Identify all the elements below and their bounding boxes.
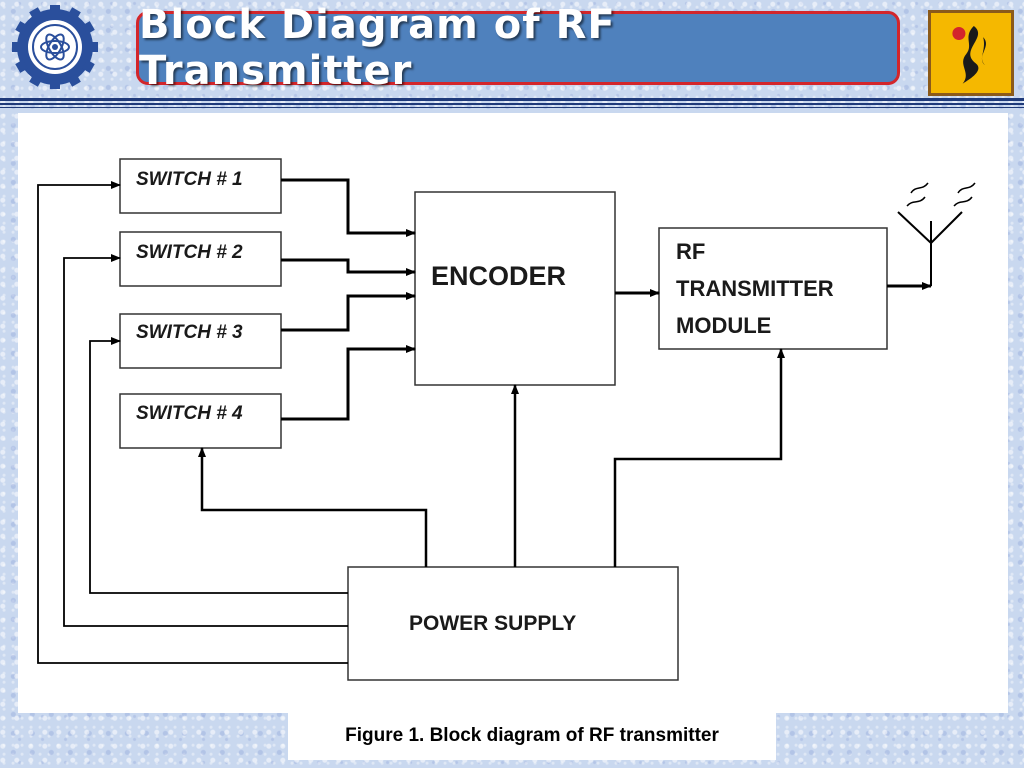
- power-to-switch1-line: [37, 181, 348, 664]
- power-supply-block: POWER SUPPLY: [347, 566, 679, 681]
- switch-label: SWITCH # 3: [136, 322, 243, 343]
- power-supply-label: POWER SUPPLY: [409, 612, 576, 635]
- encoder-block: ENCODER: [414, 191, 616, 386]
- switch-block-1: SWITCH # 1: [119, 158, 282, 214]
- figure-caption-box: Figure 1. Block diagram of RF transmitte…: [288, 712, 776, 760]
- power-to-switch3-line: [89, 337, 348, 594]
- rf-module-label-line: RF: [676, 239, 705, 264]
- block-diagram: SWITCH # 1 SWITCH # 2 SWITCH # 3 SWITCH …: [37, 158, 976, 681]
- rf-transmitter-block: RF TRANSMITTER MODULE: [658, 227, 888, 350]
- switch4-to-encoder-arrow: [281, 345, 416, 421]
- switch2-to-encoder-arrow: [281, 258, 416, 276]
- switch-label: SWITCH # 4: [136, 403, 243, 424]
- switch3-to-encoder-arrow: [281, 292, 416, 332]
- institute-logo-icon: [928, 10, 1014, 96]
- switch-label: SWITCH # 1: [136, 169, 243, 190]
- antenna-icon: [897, 182, 976, 286]
- figure-caption: Figure 1. Block diagram of RF transmitte…: [345, 725, 719, 746]
- power-to-switch2-line: [63, 254, 348, 627]
- switch1-to-encoder-arrow: [281, 178, 416, 237]
- rf-module-label-line: TRANSMITTER: [676, 276, 834, 301]
- switch-block-2: SWITCH # 2: [119, 231, 282, 287]
- header-rule: [0, 103, 1024, 105]
- switch-label: SWITCH # 2: [136, 242, 243, 263]
- rf-module-label-line: MODULE: [676, 313, 771, 338]
- csir-seal-icon: [12, 5, 98, 89]
- title-banner: Block Diagram of RF Transmitter: [136, 2, 900, 94]
- switch-block-4: SWITCH # 4: [119, 393, 282, 449]
- switch-block-3: SWITCH # 3: [119, 313, 282, 369]
- power-to-switch4-arrow: [198, 447, 428, 567]
- header-rule: [0, 107, 1024, 108]
- page-title: Block Diagram of RF Transmitter: [139, 2, 616, 94]
- diagram-panel: SWITCH # 1 SWITCH # 2 SWITCH # 3 SWITCH …: [18, 113, 1008, 713]
- encoder-label: ENCODER: [431, 261, 566, 291]
- header-rule: [0, 98, 1024, 101]
- power-to-rf-arrow: [613, 348, 785, 567]
